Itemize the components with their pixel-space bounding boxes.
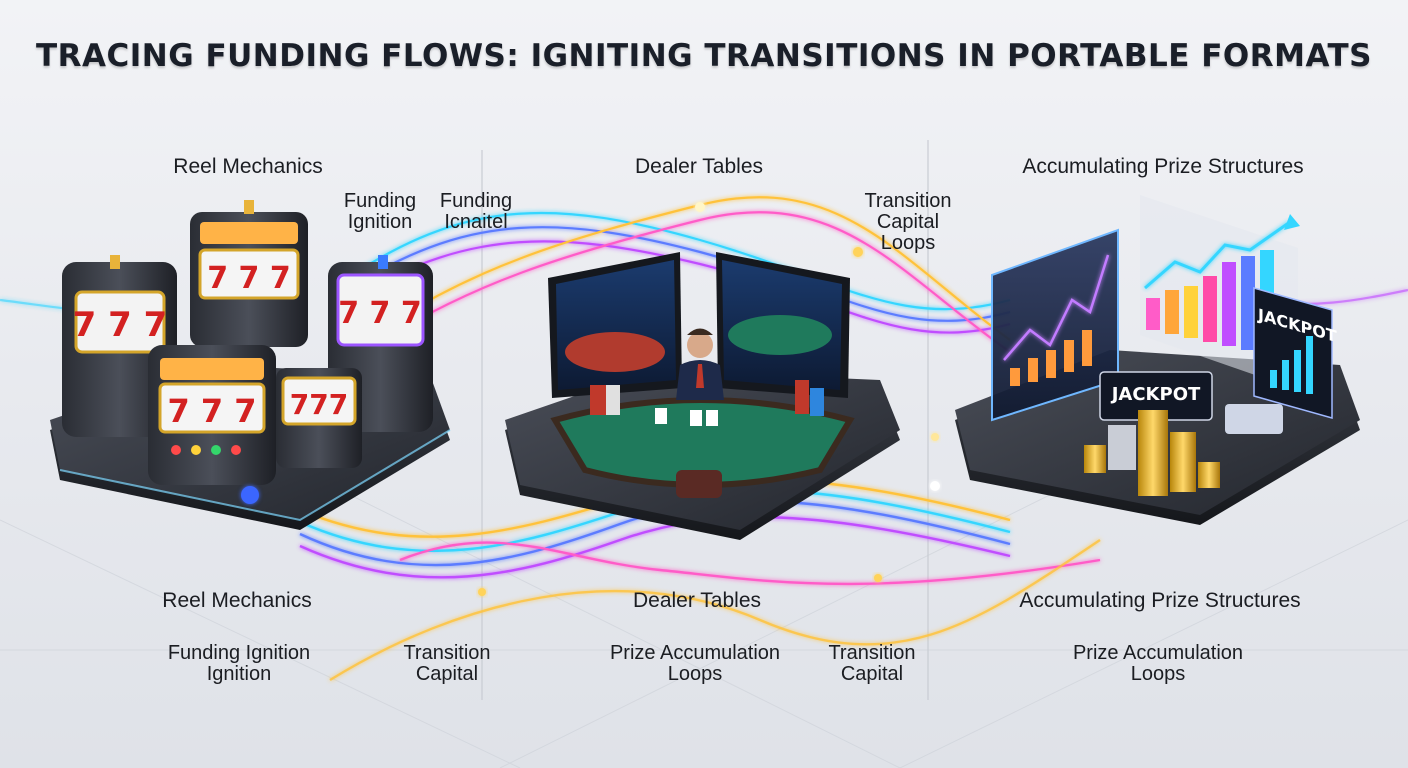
flow-label-line: Ignition <box>347 211 413 233</box>
sub-line: Loops <box>667 663 723 685</box>
dealer-figure <box>676 328 724 400</box>
sub-line: Ignition <box>206 663 272 685</box>
heading-dealer-tables-bottom: Dealer Tables <box>632 589 762 612</box>
flow-label-line: Funding <box>343 190 417 212</box>
sub-transition-capital-1: Transition Capital <box>403 643 490 685</box>
blackjack-table <box>550 380 855 498</box>
flow-label-line: Loops <box>880 232 936 254</box>
flow-label-line: Transition <box>864 190 952 212</box>
flow-label-line: Capital <box>876 211 940 233</box>
sub-line: Transition <box>403 642 491 664</box>
sub-line: Funding Ignition <box>167 642 311 664</box>
slot-machine: 7 7 7 <box>148 345 276 485</box>
svg-text:7 7 7: 7 7 7 <box>73 305 168 345</box>
sub-line: Loops <box>1130 663 1186 685</box>
platform-reel-mechanics: 7 7 7 7 7 7 7 7 7 7 7 7 777 <box>50 200 451 530</box>
svg-text:777: 777 <box>290 388 348 421</box>
heading-reel-mechanics-bottom: Reel Mechanics <box>162 589 312 612</box>
sub-line: Capital <box>415 663 479 685</box>
slot-machine: 777 <box>276 368 362 468</box>
jackpot-board <box>1253 287 1333 419</box>
flow-nodes <box>478 202 940 596</box>
sub-line: Prize Accumulation <box>609 642 781 664</box>
platform-prize-structures <box>955 195 1360 525</box>
svg-text:7 7 7: 7 7 7 <box>207 261 291 296</box>
sub-line: Prize Accumulation <box>1072 642 1244 664</box>
heading-reel-mechanics-top: Reel Mechanics <box>173 155 323 178</box>
sub-line: Capital <box>840 663 904 685</box>
flow-label-transition-capital-loops: Transition Capital Loops <box>864 191 951 254</box>
sub-prize-accumulation-loops-1: Prize Accumulation Loops <box>610 643 780 685</box>
sub-line: Transition <box>828 642 916 664</box>
heading-prize-structures-bottom: Accumulating Prize Structures <box>1019 589 1301 612</box>
page-title: TRACING FUNDING FLOWS: IGNITING TRANSITI… <box>35 38 1373 74</box>
flow-label-line: Icnaitel <box>444 211 508 233</box>
floor-grid <box>0 469 1408 768</box>
svg-text:7 7 7: 7 7 7 <box>338 296 422 331</box>
jackpot-label: JACKPOT <box>1111 384 1201 405</box>
dealer-monitor <box>548 252 682 398</box>
platform-dealer-tables <box>505 252 900 540</box>
dealer-monitor <box>716 252 850 398</box>
sub-transition-capital-2: Transition Capital <box>828 643 915 685</box>
flow-label-funding-ignition: Funding Ignition <box>344 191 416 233</box>
svg-text:7 7 7: 7 7 7 <box>167 392 256 430</box>
heading-dealer-tables-top: Dealer Tables <box>634 155 764 178</box>
slot-machine: 7 7 7 <box>190 200 308 347</box>
chip-icon <box>241 486 259 504</box>
coin-stacks <box>1084 404 1283 496</box>
flow-label-line: Funding <box>439 190 513 212</box>
flow-label-funding-icnaitel: Funding Icnaitel <box>440 191 512 233</box>
heading-prize-structures-top: Accumulating Prize Structures <box>1022 155 1304 178</box>
sub-prize-accumulation-loops-2: Prize Accumulation Loops <box>1073 643 1243 685</box>
sub-funding-ignition: Funding Ignition Ignition <box>168 643 310 685</box>
